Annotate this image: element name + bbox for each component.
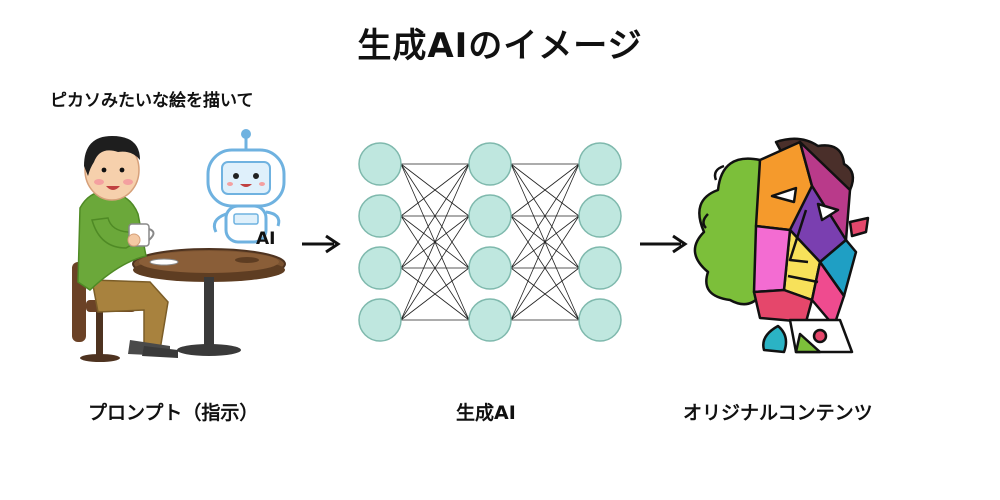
caption-prompt: プロンプト（指示） (88, 402, 259, 424)
network-edge (510, 163, 580, 321)
caption-model: 生成AI (456, 402, 516, 424)
arrow-right-icon (640, 234, 688, 254)
neural-network-icon (358, 142, 622, 342)
network-node (358, 142, 402, 186)
robot-icon (206, 129, 286, 244)
network-edge (510, 267, 580, 321)
network-edge (400, 163, 470, 269)
cubist-portrait-icon (693, 137, 870, 354)
network-node (358, 298, 402, 342)
network-edge (400, 163, 470, 217)
prompt-text: ピカソみたいな絵を描いて (50, 91, 254, 111)
network-node (468, 246, 512, 290)
network-node (358, 246, 402, 290)
network-edge (510, 163, 580, 269)
network-edge (510, 215, 580, 321)
network-node (578, 246, 622, 290)
person-icon (72, 136, 286, 362)
caption-output: オリジナルコンテンツ (683, 402, 873, 424)
ai-label: AI (256, 229, 276, 249)
page-title: 生成AIのイメージ (357, 26, 643, 66)
network-node (578, 194, 622, 238)
network-node (468, 142, 512, 186)
network-node (468, 298, 512, 342)
network-edge (400, 163, 470, 321)
network-node (468, 194, 512, 238)
network-node (358, 194, 402, 238)
arrow-right-icon (302, 234, 341, 254)
network-edge (400, 267, 470, 321)
network-edge (510, 163, 580, 217)
network-node (578, 142, 622, 186)
network-node (578, 298, 622, 342)
network-edge (400, 215, 470, 321)
